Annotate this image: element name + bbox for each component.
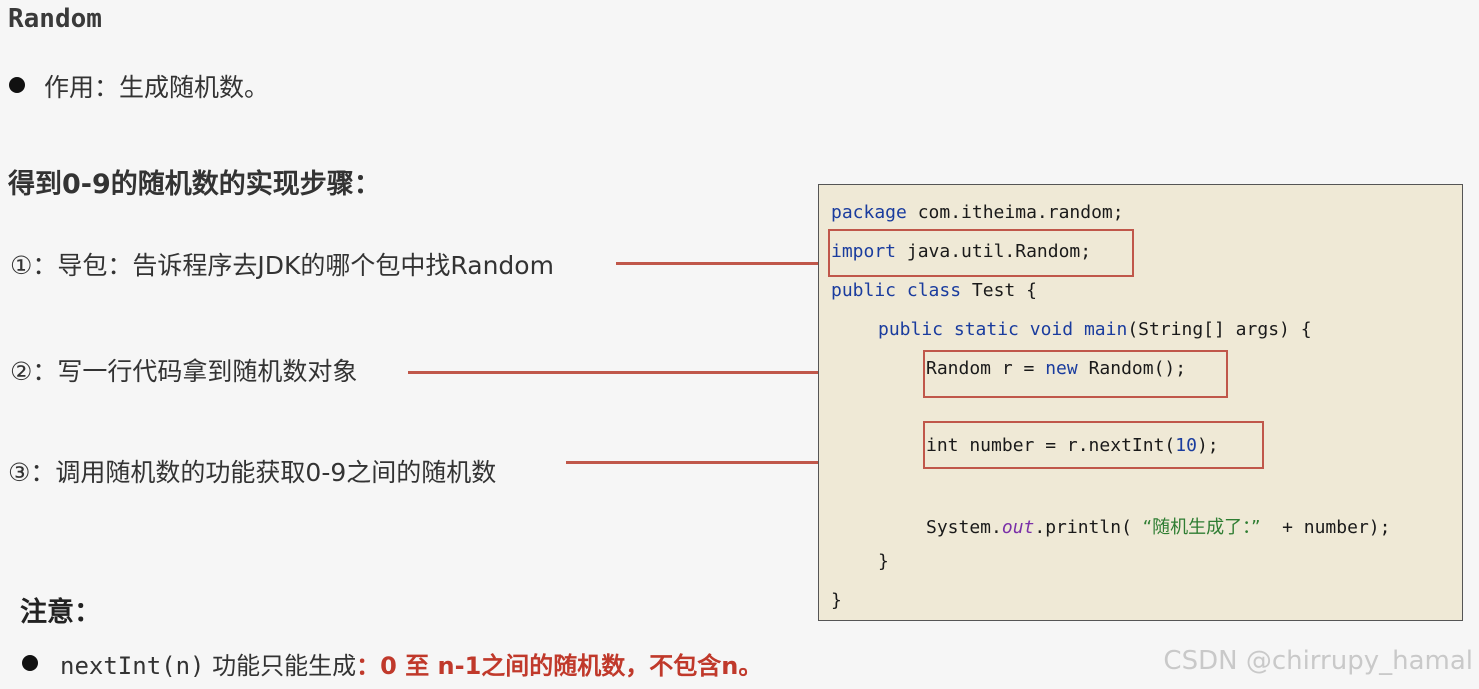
- code-function-name: main: [1083, 319, 1128, 340]
- code-text: Test {: [961, 280, 1037, 301]
- code-string: “随机生成了：”: [1142, 517, 1261, 538]
- steps-heading: 得到0-9的随机数的实现步骤：: [8, 169, 381, 200]
- code-text: Random r =: [926, 358, 1046, 379]
- code-keyword: void: [1029, 319, 1074, 340]
- code-text: System.: [926, 517, 1002, 538]
- watermark: CSDN @chirrupy_hamal: [1163, 646, 1473, 676]
- code-keyword: package: [831, 202, 907, 223]
- code-field-out: out: [1001, 517, 1035, 538]
- code-text: Random();: [1077, 358, 1187, 379]
- arrow-step-2: [408, 371, 914, 374]
- code-text: int number = r.nextInt(: [926, 435, 1176, 456]
- arrow-step-3: [566, 461, 914, 464]
- note-title: 注意：: [20, 597, 101, 628]
- step-1: ①：导包：告诉程序去JDK的哪个包中找Random: [10, 251, 554, 280]
- highlight-import: [828, 229, 1134, 277]
- code-keyword: public: [831, 280, 897, 301]
- code-line-nextint: int number = r.nextInt(10);: [926, 435, 1219, 456]
- code-line-new-random: Random r = new Random();: [926, 358, 1186, 379]
- code-text: java.util.Random;: [896, 241, 1092, 262]
- bullet-dot-icon: [22, 655, 38, 671]
- note-highlight: ：0 至 n-1之间的随机数，不包含n。: [356, 652, 763, 680]
- code-keyword: class: [906, 280, 962, 301]
- purpose-text: 作用：生成随机数。: [44, 73, 270, 102]
- code-keyword: public: [878, 319, 944, 340]
- code-text: (String[] args) {: [1127, 319, 1312, 340]
- code-line-println: System.out.println( “随机生成了：” + number);: [926, 513, 1390, 539]
- code-number: 10: [1175, 435, 1197, 456]
- code-line-package: package com.itheima.random;: [831, 202, 1124, 223]
- code-line-import: import java.util.Random;: [831, 241, 1091, 262]
- code-panel: package com.itheima.random; import java.…: [818, 184, 1463, 621]
- note-method: nextInt(n): [60, 652, 205, 680]
- code-text: );: [1196, 435, 1219, 456]
- code-line-main: public static void main(String[] args) {: [878, 319, 1312, 340]
- code-line-close-method: }: [878, 551, 889, 572]
- code-text: com.itheima.random;: [906, 202, 1124, 223]
- note-text: nextInt(n) 功能只能生成：0 至 n-1之间的随机数，不包含n。: [60, 646, 762, 681]
- step-2: ②：写一行代码拿到随机数对象: [10, 357, 358, 386]
- code-line-class: public class Test {: [831, 280, 1037, 301]
- note-middle: 功能只能生成: [204, 652, 357, 680]
- highlight-new-random: [923, 350, 1228, 398]
- code-keyword: import: [831, 241, 897, 262]
- code-text: .println(: [1034, 517, 1143, 538]
- arrow-step-1: [616, 262, 820, 265]
- code-keyword: static: [953, 319, 1019, 340]
- code-keyword: new: [1045, 358, 1078, 379]
- bullet-dot-icon: [9, 77, 25, 93]
- step-3: ③：调用随机数的功能获取0-9之间的随机数: [8, 458, 497, 487]
- code-line-close-class: }: [831, 590, 842, 611]
- page-title: Random: [8, 4, 102, 34]
- highlight-nextint: [923, 421, 1264, 469]
- code-text: + number);: [1260, 517, 1391, 538]
